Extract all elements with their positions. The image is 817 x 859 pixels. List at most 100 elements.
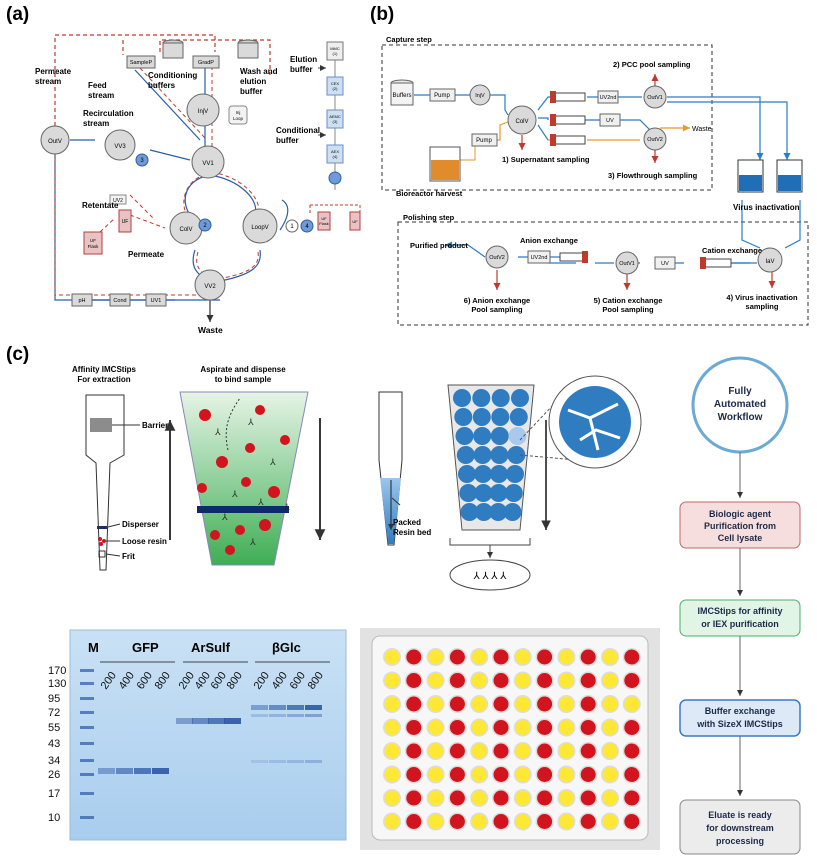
well-yellow [515,790,531,806]
svg-text:AEMC: AEMC [329,114,341,119]
loopv-valve [242,208,278,244]
well-red [493,720,509,735]
well-yellow [515,814,531,829]
antibody-glyph: ⅄ [214,428,221,438]
svg-text:2: 2 [203,223,207,229]
well-red [537,814,553,829]
svg-text:OutV: OutV [48,139,62,145]
well-yellow [471,696,487,712]
tip-barrier [90,418,112,432]
svg-text:UV: UV [661,261,669,267]
well-red [449,814,465,829]
polishing-step-title: Polishing step [403,213,455,222]
retentate-label: Retentate [82,201,119,210]
well-yellow [515,649,531,665]
svg-text:Inj: Inj [236,110,241,115]
disperser-bar [197,506,289,513]
mw-label-26: 26 [48,769,60,781]
packed-bead [472,408,491,426]
well-yellow [384,743,400,759]
well-yellow [602,673,618,688]
antibody-glyph: ⅄ [247,418,254,428]
resin-bead [235,525,245,535]
permeate-flow-line [54,34,216,133]
svg-text:UF: UF [352,219,358,224]
svg-text:OutV2: OutV2 [647,137,663,143]
packed-bead [490,446,509,464]
gel-marker-label: M [88,640,99,655]
svg-text:Cond: Cond [113,298,126,304]
antibody-glyph: ⅄ [257,498,264,508]
capture-step-box [381,44,713,191]
supernatant-sampling-label: 1) Supernatant sampling [502,155,590,164]
well-red [449,649,465,665]
frit-label: Frit [122,552,135,561]
well-red [406,767,422,782]
well-yellow [384,790,400,806]
svg-text:IaV: IaV [765,259,774,265]
well-red [537,696,553,712]
anion-column [559,251,588,263]
well-yellow [558,743,574,759]
vv3-valve [104,129,136,161]
well-red [449,743,465,759]
well-yellow [384,814,400,829]
well-yellow [558,696,574,712]
well-red [580,720,596,735]
disperser-label: Disperser [122,520,159,529]
packed-bead [460,503,479,521]
gel-group-bglc: βGlc [272,640,301,655]
packed-bead [489,484,508,502]
gel-band [251,714,268,717]
column-cex [326,76,344,96]
gel-band [269,714,286,717]
cond-sensor [109,293,131,307]
well-yellow [515,673,531,688]
ladder-band [80,816,94,819]
anion-exchange-label: Anion exchange [520,236,578,245]
well-red [624,767,640,782]
well-red [406,696,422,712]
waste-label: Waste [198,325,223,335]
well-red [580,814,596,829]
packed-bead [490,427,509,445]
well-yellow [384,673,400,688]
packed-bead [503,503,522,521]
uf-membrane [118,209,132,233]
well-red [580,790,596,806]
packed-bead [455,427,474,445]
well-red [493,649,509,665]
well-yellow [471,767,487,782]
well-red [580,673,596,688]
vv1-valve [191,145,225,179]
well-yellow [428,649,444,665]
well-red [406,720,422,735]
samplep-pump [126,55,156,69]
well-yellow [602,720,618,735]
mw-label-95: 95 [48,693,60,705]
antibody-glyph: ⅄ [249,538,256,548]
well-yellow [471,673,487,688]
svg-text:UF: UF [122,219,129,225]
well-red [624,743,640,759]
well-red [406,743,422,759]
mw-label-72: 72 [48,707,60,719]
well-yellow [602,696,618,712]
mini-uf [349,211,361,231]
packed-bead [490,465,508,483]
svg-text:3: 3 [140,158,144,164]
svg-text:VV1: VV1 [202,161,214,167]
svg-text:Flask: Flask [88,244,100,249]
gel-band [98,768,115,774]
well-yellow [471,814,487,829]
resin-bead [255,405,265,415]
panel-a-label: (a) [6,4,29,25]
well-red [493,696,509,712]
injv-valve [186,93,220,127]
